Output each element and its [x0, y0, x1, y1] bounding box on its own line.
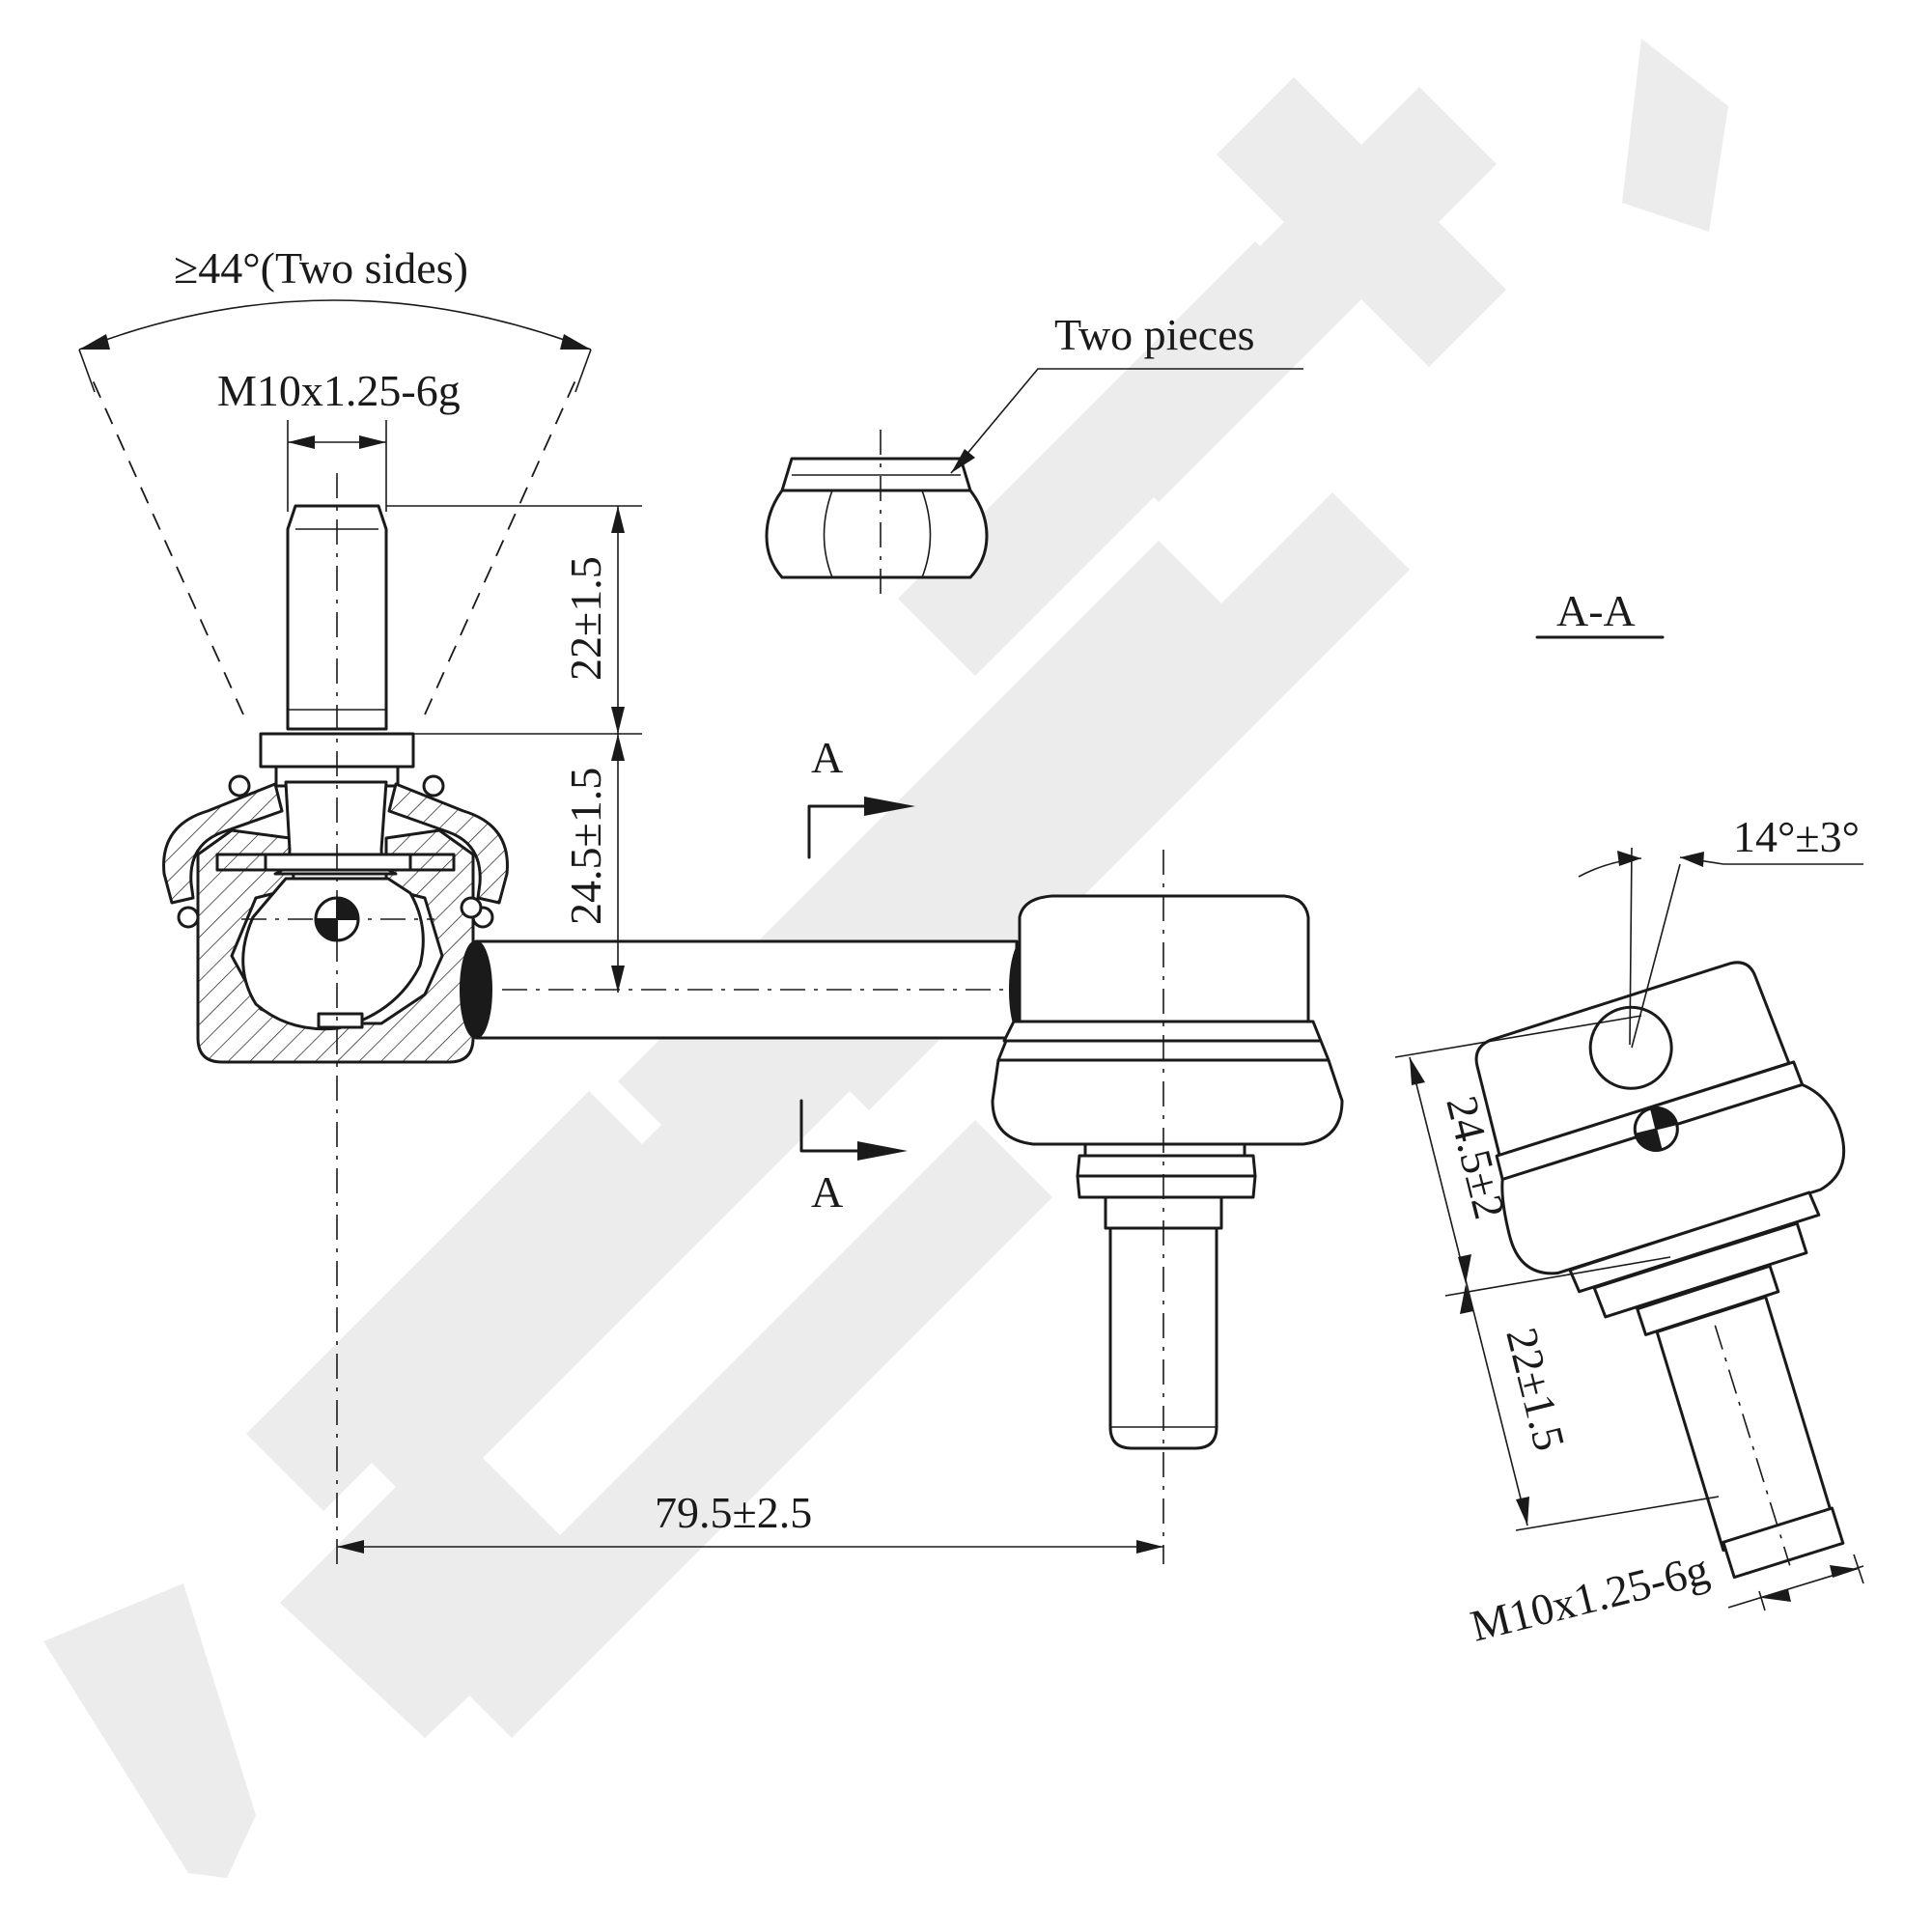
dim-stud-length: 22±1.5	[561, 556, 610, 681]
tilt-angle-label: 14°±3°	[1733, 812, 1860, 861]
section-dim-stud: 22±1.5	[1497, 1323, 1575, 1455]
right-ball-joint	[991, 850, 1344, 1564]
swing-angle-label: ≥44°(Two sides)	[174, 243, 468, 293]
section-mark-bottom: A	[811, 1167, 843, 1217]
dimension-lines	[287, 420, 1864, 1611]
nut-note-label: Two pieces	[1054, 310, 1255, 359]
thread-section-label: M10x1.25-6g	[1466, 1544, 1714, 1650]
section-title: A-A	[1556, 586, 1636, 635]
dim-center-distance: 79.5±2.5	[655, 1488, 812, 1537]
dim-body-height: 24.5±1.5	[561, 768, 610, 925]
left-ball-joint	[78, 299, 592, 1564]
section-view	[1474, 961, 1846, 1580]
section-markers	[799, 635, 1665, 1161]
thread-top-label: M10x1.25-6g	[217, 366, 461, 415]
nut	[765, 368, 1303, 594]
connecting-rod	[460, 939, 1038, 1040]
section-mark-top: A	[811, 733, 843, 782]
tilt-angle-indicator	[1578, 847, 1863, 1049]
